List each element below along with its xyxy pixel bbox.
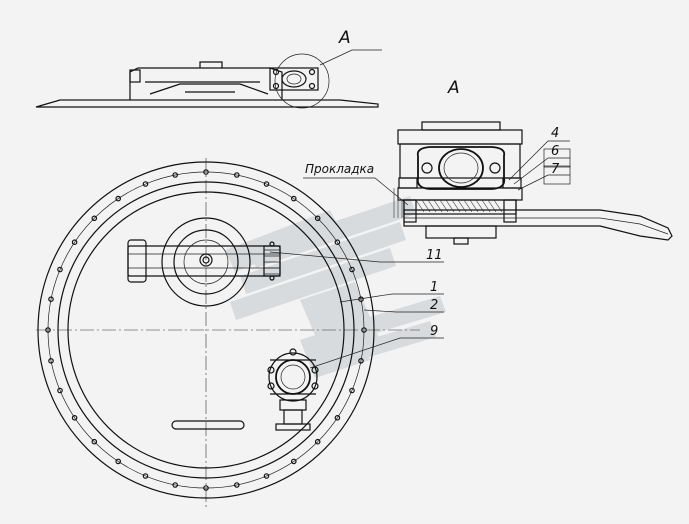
rim-bolt-hole (361, 327, 367, 333)
callout-11: 11 (426, 248, 443, 263)
rim-bolt-hole (263, 181, 270, 187)
gasket-label: Прокладка (305, 162, 375, 176)
rim-bolt-hole (314, 438, 321, 445)
rim-bolt-hole (234, 482, 240, 488)
rim-bolt-hole (57, 266, 63, 273)
rim-bolt-hole (115, 195, 122, 202)
callout-4: 4 (551, 126, 560, 141)
rim-bolt-hole (358, 357, 364, 364)
rim-bolt-hole (172, 172, 179, 178)
view-marker-a-detail: A (448, 78, 460, 98)
callout-7: 7 (551, 162, 560, 177)
callout-9: 9 (430, 324, 439, 339)
rim-bolt-hole (334, 239, 341, 246)
rim-bolt-hole (349, 266, 355, 273)
callout-6: 6 (551, 144, 560, 159)
callout-2: 2 (430, 298, 439, 313)
rim-bolt-hole (142, 473, 149, 479)
rim-bolt-hole (290, 195, 297, 202)
watermark-logo-icon (225, 196, 446, 378)
view-marker-a-top: A (339, 28, 351, 48)
rim-bolt-hole (314, 215, 321, 222)
rim-bolt-holes (45, 169, 367, 491)
callout-1: 1 (430, 280, 439, 295)
rim-bolt-hole (71, 414, 78, 421)
rim-bolt-hole (45, 327, 51, 333)
rim-bolt-hole (263, 473, 270, 479)
rim-bolt-hole (172, 482, 179, 488)
plan-view (36, 158, 444, 510)
rim-bolt-hole (334, 414, 341, 421)
rim-bolt-hole (203, 485, 209, 491)
rim-bolt-hole (115, 458, 122, 465)
rim-bolt-hole (91, 438, 98, 445)
detail-a-view (303, 121, 673, 245)
rim-bolt-hole (290, 458, 297, 465)
rim-bolt-hole (142, 181, 149, 187)
side-view (35, 49, 382, 109)
rim-bolt-hole (48, 296, 54, 303)
rim-bolt-hole (349, 387, 355, 394)
rim-bolt-hole (48, 357, 54, 364)
rim-bolt-hole (234, 172, 240, 178)
rim-bolt-hole (57, 387, 63, 394)
rim-bolt-hole (203, 169, 209, 175)
rim-bolt-hole (71, 239, 78, 246)
rim-bolt-hole (91, 215, 98, 222)
